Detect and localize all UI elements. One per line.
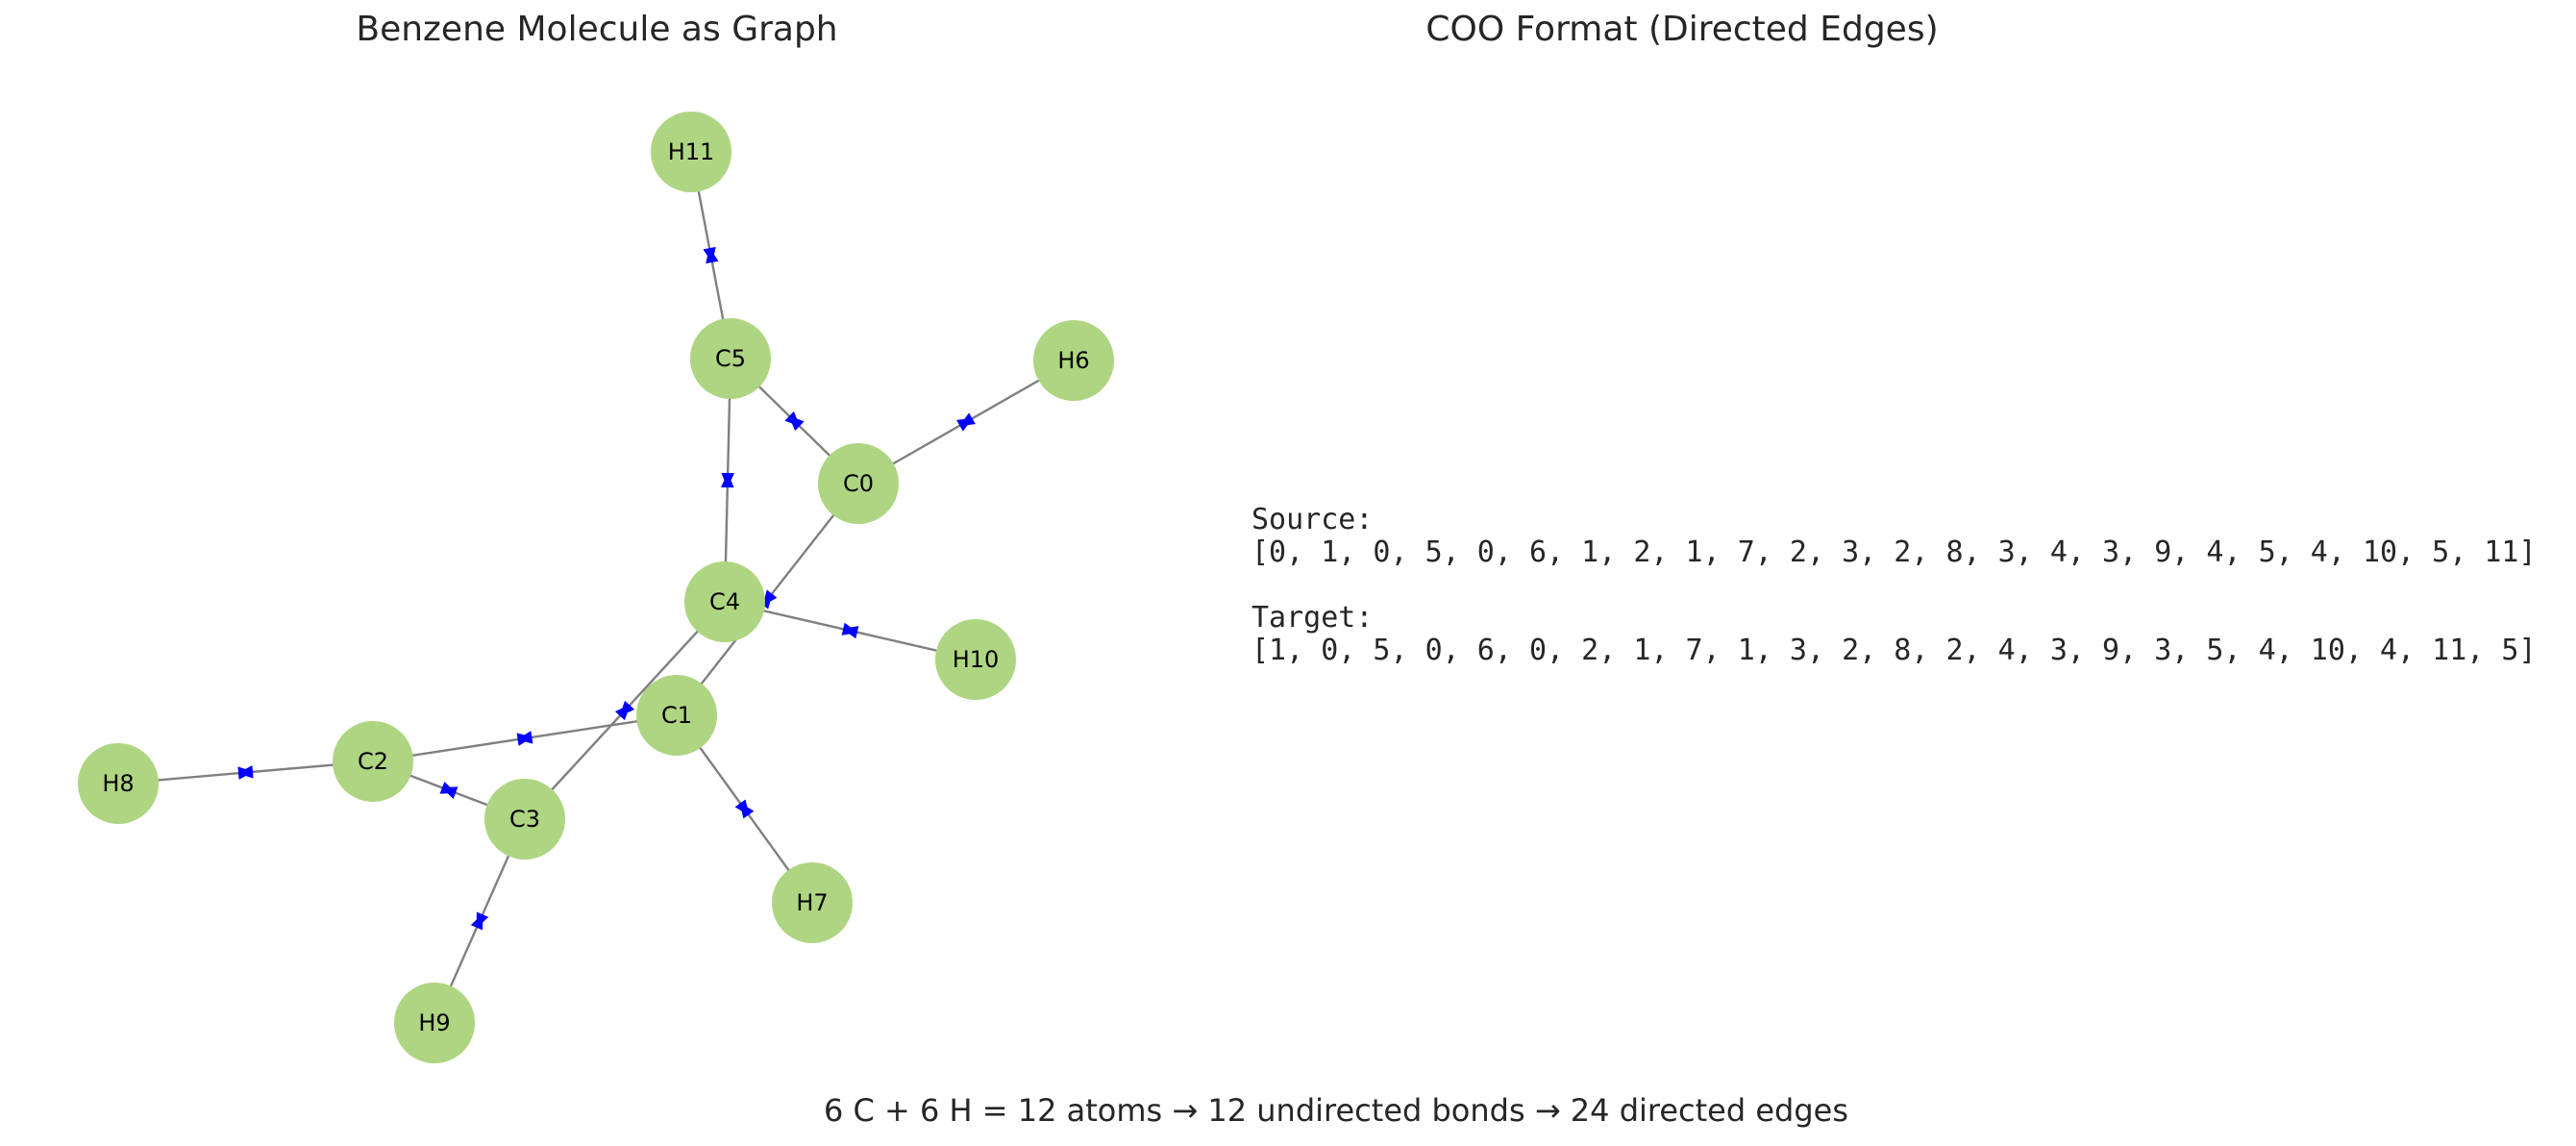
graph-title: Benzene Molecule as Graph bbox=[356, 10, 838, 49]
coo-source-label: Source: bbox=[1251, 503, 1374, 536]
arrow-2-to-1 bbox=[516, 733, 533, 746]
arrow-5-to-0 bbox=[784, 411, 801, 427]
atom-label: C0 bbox=[843, 470, 874, 497]
arrow-4-to-3 bbox=[619, 700, 635, 717]
atom-node-h9: H9 bbox=[394, 983, 475, 1063]
atom-node-c3: C3 bbox=[484, 779, 565, 860]
atom-node-c1: C1 bbox=[636, 675, 717, 756]
atom-node-h7: H7 bbox=[772, 862, 853, 943]
coo-target-label: Target: bbox=[1251, 601, 1374, 635]
atom-label: C1 bbox=[661, 702, 692, 729]
atom-circle bbox=[333, 721, 413, 802]
arrow-11-to-5 bbox=[703, 246, 716, 263]
coo-target-array: [1, 0, 5, 0, 6, 0, 2, 1, 7, 1, 3, 2, 8, … bbox=[1251, 634, 2537, 667]
coo-source-array: [0, 1, 0, 5, 0, 6, 1, 2, 1, 7, 2, 3, 2, … bbox=[1251, 536, 2537, 569]
atom-node-c5: C5 bbox=[690, 318, 771, 399]
atom-circle bbox=[394, 983, 475, 1063]
arrow-5-to-4 bbox=[721, 472, 734, 488]
atom-label: H9 bbox=[418, 1009, 450, 1036]
atom-label: H6 bbox=[1057, 347, 1089, 374]
atom-circle bbox=[935, 619, 1016, 700]
atom-label: C3 bbox=[509, 806, 540, 833]
atom-label: C5 bbox=[715, 345, 746, 372]
arrow-8-to-2 bbox=[237, 766, 254, 780]
atom-circle bbox=[78, 743, 159, 824]
atom-circle bbox=[1033, 320, 1114, 401]
atom-node-h11: H11 bbox=[651, 112, 731, 192]
atom-label: H8 bbox=[102, 770, 134, 797]
arrow-9-to-3 bbox=[470, 913, 483, 931]
atom-label: C2 bbox=[358, 748, 388, 775]
atom-circle bbox=[651, 112, 731, 192]
atom-node-c2: C2 bbox=[333, 721, 413, 802]
atom-label: H11 bbox=[668, 138, 715, 165]
atom-circle bbox=[684, 561, 765, 642]
atom-circle bbox=[690, 318, 771, 399]
arrow-10-to-4 bbox=[842, 626, 859, 639]
atom-label: C4 bbox=[709, 588, 740, 615]
atom-circle bbox=[772, 862, 853, 943]
arrow-3-to-2 bbox=[441, 786, 458, 799]
atom-circle bbox=[818, 443, 899, 524]
arrow-6-to-0 bbox=[958, 412, 976, 427]
atom-node-c0: C0 bbox=[818, 443, 899, 524]
atom-node-h8: H8 bbox=[78, 743, 159, 824]
atom-node-c4: C4 bbox=[684, 561, 765, 642]
atom-circle bbox=[484, 779, 565, 860]
coo-title: COO Format (Directed Edges) bbox=[1425, 10, 1939, 49]
atom-node-h10: H10 bbox=[935, 619, 1016, 700]
footer-caption: 6 C + 6 H = 12 atoms → 12 undirected bon… bbox=[823, 1092, 1849, 1129]
atom-label: H7 bbox=[796, 889, 828, 916]
arrow-7-to-1 bbox=[739, 802, 755, 819]
arrows-layer bbox=[237, 246, 976, 931]
edges-layer bbox=[117, 151, 1075, 1024]
atom-label: H10 bbox=[953, 646, 1000, 673]
atom-circle bbox=[636, 675, 717, 756]
coo-source-block: Source:[0, 1, 0, 5, 0, 6, 1, 2, 1, 7, 2,… bbox=[1251, 504, 2537, 569]
atom-node-h6: H6 bbox=[1033, 320, 1114, 401]
coo-target-block: Target:[1, 0, 5, 0, 6, 0, 2, 1, 7, 1, 3,… bbox=[1251, 602, 2537, 667]
